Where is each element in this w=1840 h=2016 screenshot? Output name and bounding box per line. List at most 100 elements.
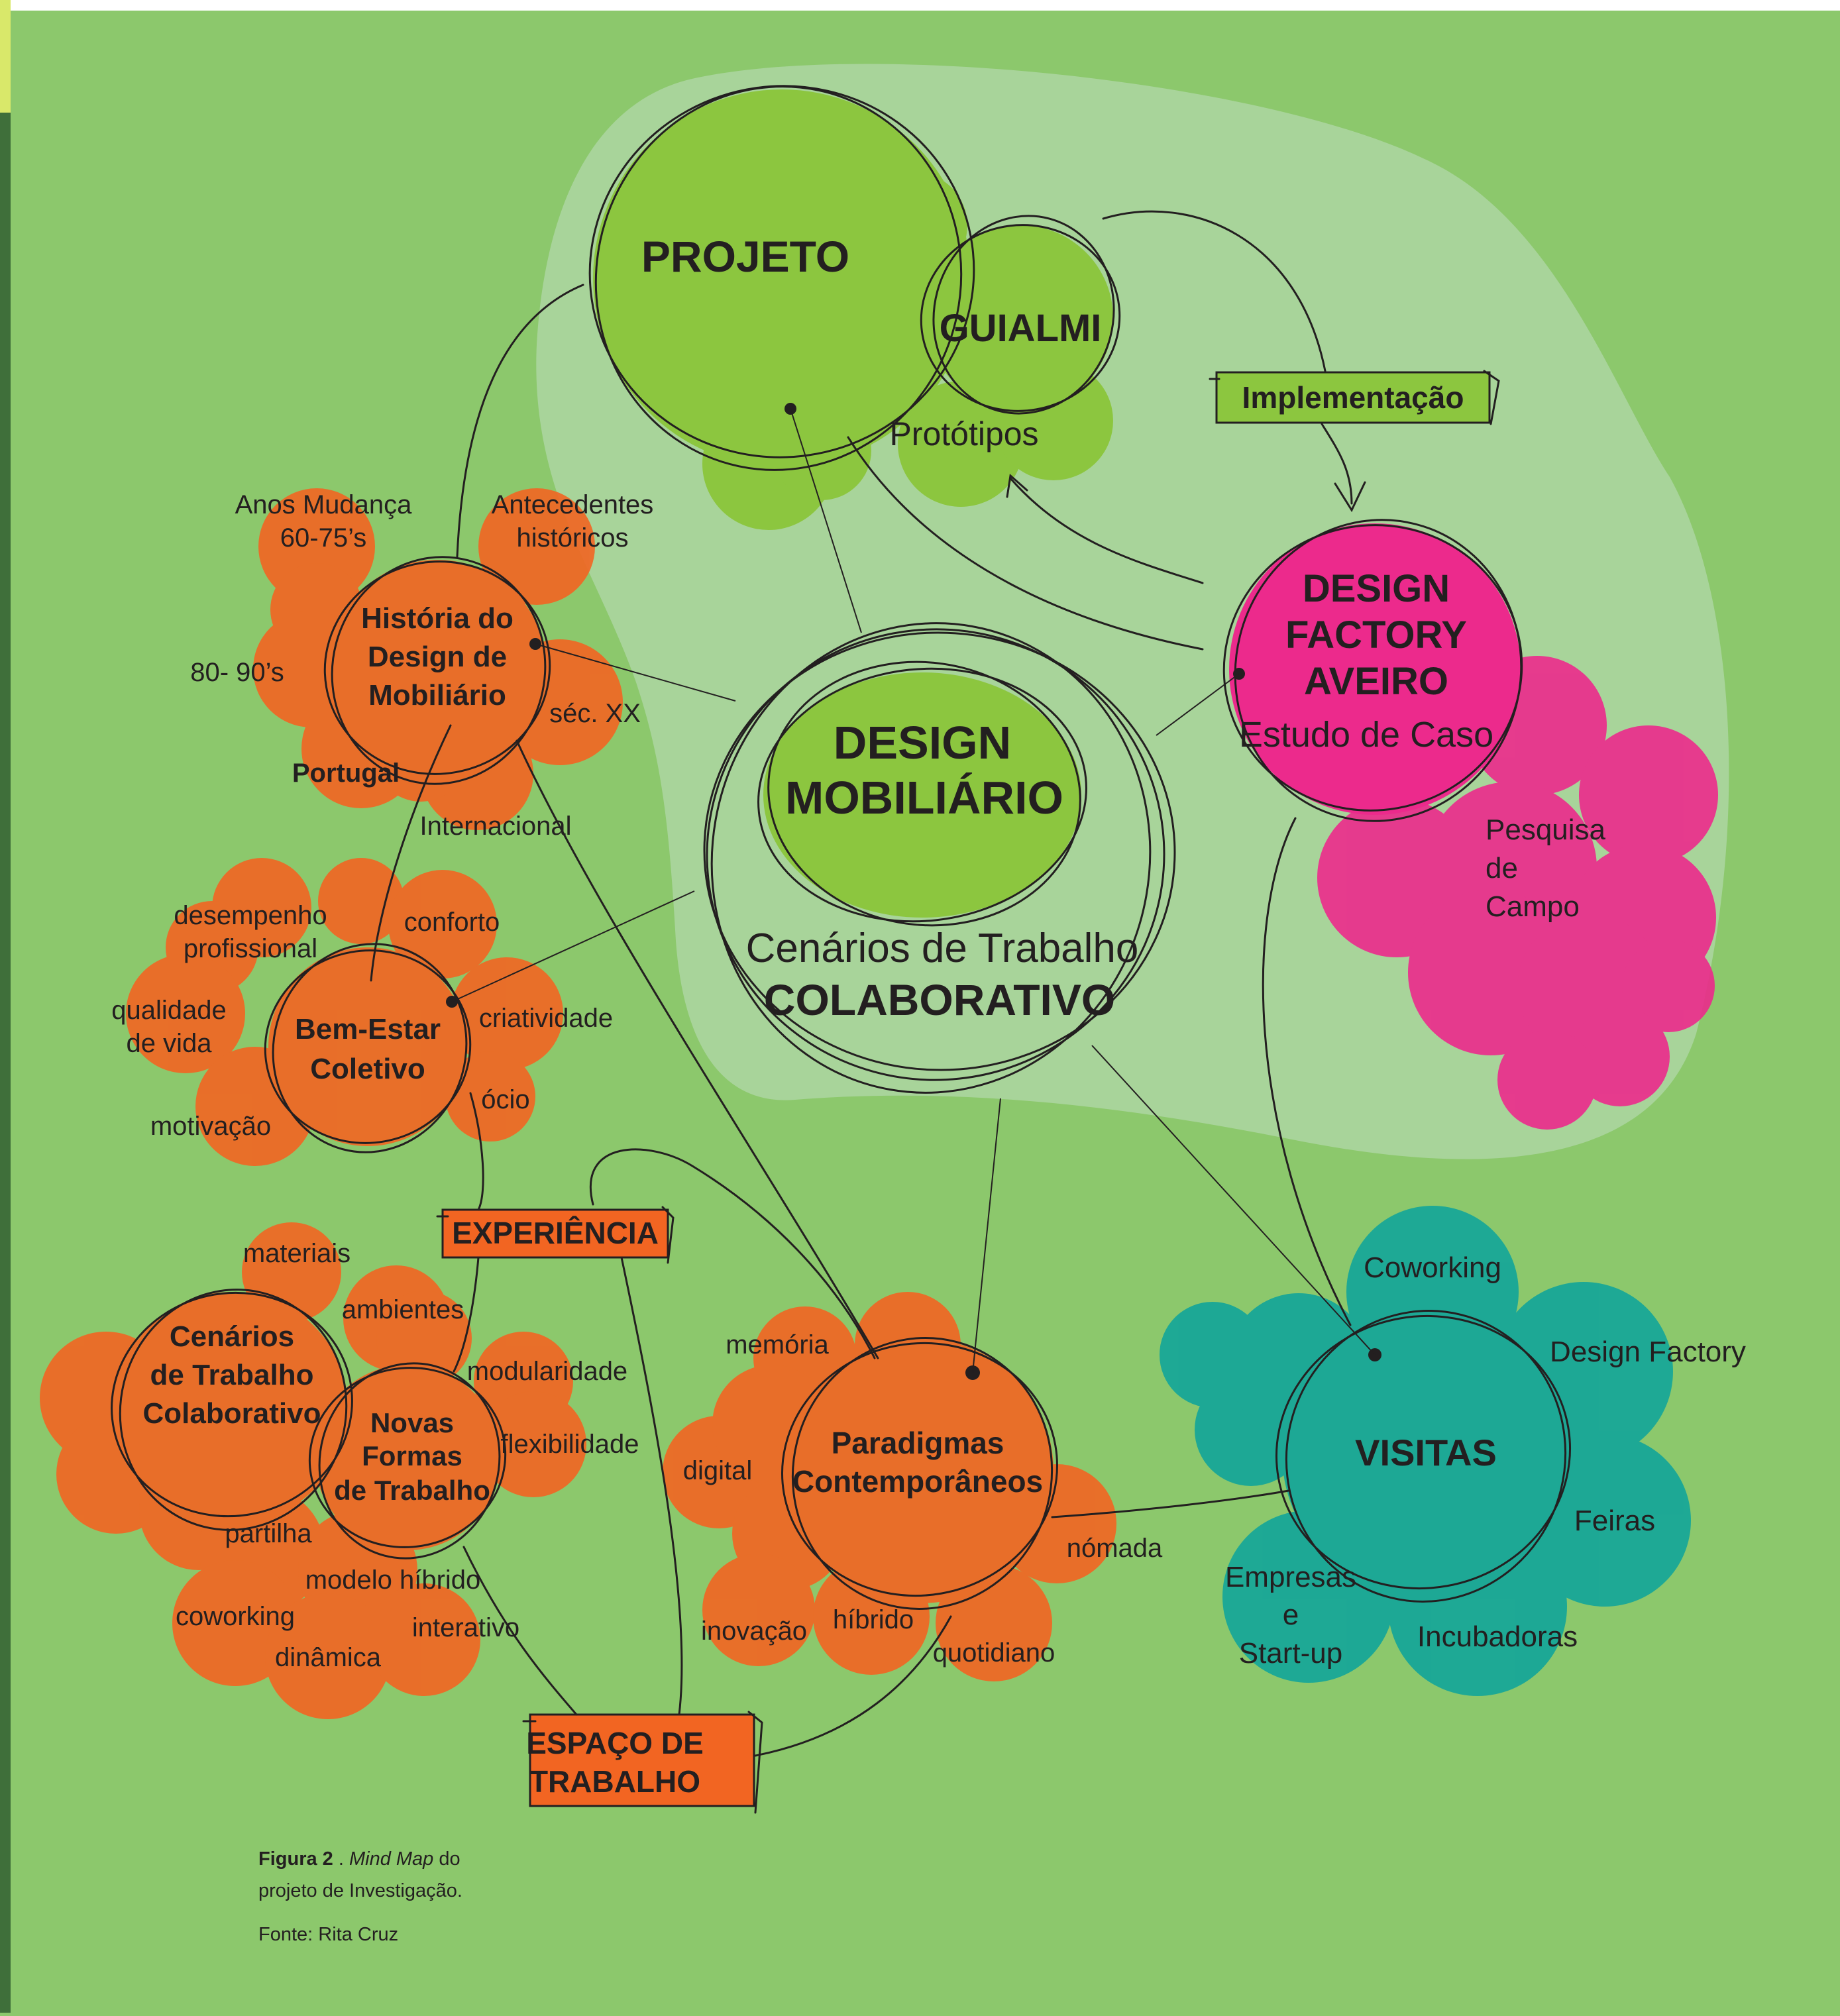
connector-bem-estar-center: [451, 890, 695, 1002]
arrow-head-dfa: [1334, 481, 1366, 513]
espaco-label-2: TRABALHO: [529, 1764, 700, 1799]
cenarios-label-1: Cenários: [170, 1320, 294, 1353]
cenarios-ambientes-label: ambientes: [342, 1295, 464, 1324]
novas-label-3: de Trabalho: [334, 1475, 490, 1506]
historia-blob: [478, 488, 595, 605]
cenarios-coworking-label: coworking: [176, 1602, 295, 1631]
cenarios-blob: [480, 1391, 586, 1497]
novas-modelo-hibrido-label: modelo híbrido: [305, 1565, 481, 1595]
caption-fonte: Fonte: Rita Cruz: [258, 1924, 399, 1945]
caption-figura: Figura 2: [258, 1848, 333, 1870]
historia-anos-label-1: Anos Mudança: [235, 490, 413, 519]
bem-estar-label-1: Bem-Estar: [295, 1013, 441, 1045]
projeto-blob: [898, 381, 1024, 507]
experiencia-tag: EXPERIÊNCIA: [436, 1206, 675, 1264]
historia-internacional-label: Internacional: [419, 812, 571, 841]
projeto-circle: [593, 89, 971, 467]
novas-formas-circle: [315, 1365, 500, 1550]
pesquisa-label-2: de: [1486, 852, 1518, 884]
historia-label-3: Mobiliário: [368, 679, 506, 712]
pesquisa-blob: [1622, 939, 1715, 1032]
caption-mind-map: Mind Map: [349, 1848, 434, 1870]
espaco-tag-curl: [522, 1711, 763, 1814]
connector-historia-center: [535, 643, 736, 702]
experiencia-tag-curl: [436, 1206, 675, 1264]
visitas-label: VISITAS: [1355, 1432, 1497, 1473]
cenarios-materiais-label: materiais: [243, 1239, 351, 1268]
cenarios-partilha-label: partilha: [225, 1519, 312, 1548]
center-label-2: MOBILIÁRIO: [785, 772, 1063, 823]
paradigmas-sketch-rings: [781, 1337, 1058, 1610]
visitas-empresas-label-2: e: [1283, 1599, 1299, 1631]
caption-rest-1: do: [433, 1848, 460, 1870]
connector-dfa-center: [1156, 673, 1240, 736]
bem-estar-motivacao-label: motivação: [150, 1112, 271, 1141]
paradigmas-blob: [702, 1554, 815, 1666]
connector-implementacao-dfa: [1321, 423, 1353, 505]
bem-estar-blob: [445, 1051, 535, 1141]
paradigmas-hibrido-label: híbrido: [833, 1605, 914, 1634]
connector-bem-estar-experiencia: [469, 1092, 484, 1211]
connector-projeto-dfa: [847, 436, 1204, 651]
historia-portugal-label: Portugal: [292, 759, 400, 788]
visitas-sketch-rings: [1275, 1310, 1572, 1603]
espaco-tag-box: [529, 1713, 755, 1807]
bem-estar-sketch-rings: [264, 943, 472, 1153]
historia-anos-label-2: 60-75’s: [280, 523, 366, 553]
bem-estar-circle: [268, 947, 467, 1146]
bem-estar-desempenho-label-1: desempenho: [174, 901, 327, 930]
connector-projeto-center: [790, 408, 862, 633]
dfa-circle: [1229, 523, 1521, 815]
historia-oitenta-label: 80- 90’s: [190, 658, 284, 687]
center-label-3: Cenários de Trabalho: [746, 926, 1139, 971]
dfa-label-3: AVEIRO: [1304, 660, 1448, 703]
paradigmas-circle: [788, 1338, 1054, 1603]
novas-modularidade-label: modularidade: [467, 1357, 627, 1386]
historia-antecedentes-label-1: Antecedentes: [492, 490, 654, 519]
pesquisa-label-1: Pesquisa: [1486, 814, 1606, 846]
connectors: [370, 210, 1376, 1757]
visitas-coworking-label: Coworking: [1364, 1251, 1501, 1284]
guialmi-label: GUIALMI: [940, 307, 1102, 350]
visitas-circle: [1282, 1312, 1567, 1597]
paradigmas-label-1: Paradigmas: [832, 1426, 1004, 1460]
cenarios-dinamica-label: dinâmica: [275, 1643, 382, 1672]
bem-estar-blob: [451, 957, 563, 1070]
novas-flexibilidade-label: flexibilidade: [500, 1430, 639, 1459]
visitas-feiras-label: Feiras: [1574, 1505, 1655, 1537]
paradigmas-quotidiano-label: quotidiano: [933, 1638, 1055, 1668]
projeto-sketch-rings: [588, 85, 1121, 471]
implementacao-tag-box: [1215, 371, 1491, 424]
implementacao-tag-curl: [1209, 370, 1500, 425]
paradigmas-nomada-label: nómada: [1067, 1534, 1163, 1563]
connector-experiencia-paradigmas: [589, 1148, 876, 1359]
bem-estar-criatividade-label: criatividade: [479, 1004, 613, 1033]
connector-guialmi-implementacao: [1102, 210, 1326, 372]
bem-estar-qualidade-label-1: qualidade: [111, 996, 227, 1025]
design-mobiliario-sketch-rings: [703, 622, 1176, 1094]
cenarios-label-2: de Trabalho: [150, 1359, 314, 1391]
connector-projeto-historia: [456, 284, 584, 558]
connector-center-visitas: [1091, 1045, 1376, 1355]
bem-estar-blob: [388, 870, 497, 979]
center-label-4: COLABORATIVO: [764, 975, 1115, 1024]
paradigmas-cluster: [663, 1292, 1116, 1681]
historia-seculo-label: séc. XX: [549, 699, 641, 728]
novas-interativo-label: interativo: [412, 1613, 519, 1642]
espaco-label-1: ESPAÇO DE: [526, 1726, 704, 1760]
bem-estar-cluster: [126, 858, 563, 1166]
paradigmas-inovacao-label: inovação: [701, 1617, 807, 1646]
cenarios-cluster: [40, 1222, 586, 1719]
figure-caption: Figura 2 . Mind Map do projeto de Invest…: [258, 1843, 656, 1950]
connector-paradigmas-visitas: [1051, 1489, 1290, 1518]
experiencia-label: EXPERIÊNCIA: [452, 1216, 659, 1250]
connector-dfa-prototipos: [1009, 477, 1204, 584]
visitas-design-factory-label: Design Factory: [1550, 1336, 1746, 1368]
dfa-sketch-rings: [1222, 519, 1523, 822]
paradigmas-label-2: Contemporâneos: [792, 1464, 1043, 1499]
connector-historia-paradigmas: [515, 739, 879, 1359]
bem-estar-label-2: Coletivo: [310, 1053, 425, 1085]
implementacao-label: Implementação: [1242, 380, 1464, 415]
bem-estar-blob: [126, 954, 245, 1073]
dfa-label-2: FACTORY: [1285, 613, 1467, 657]
